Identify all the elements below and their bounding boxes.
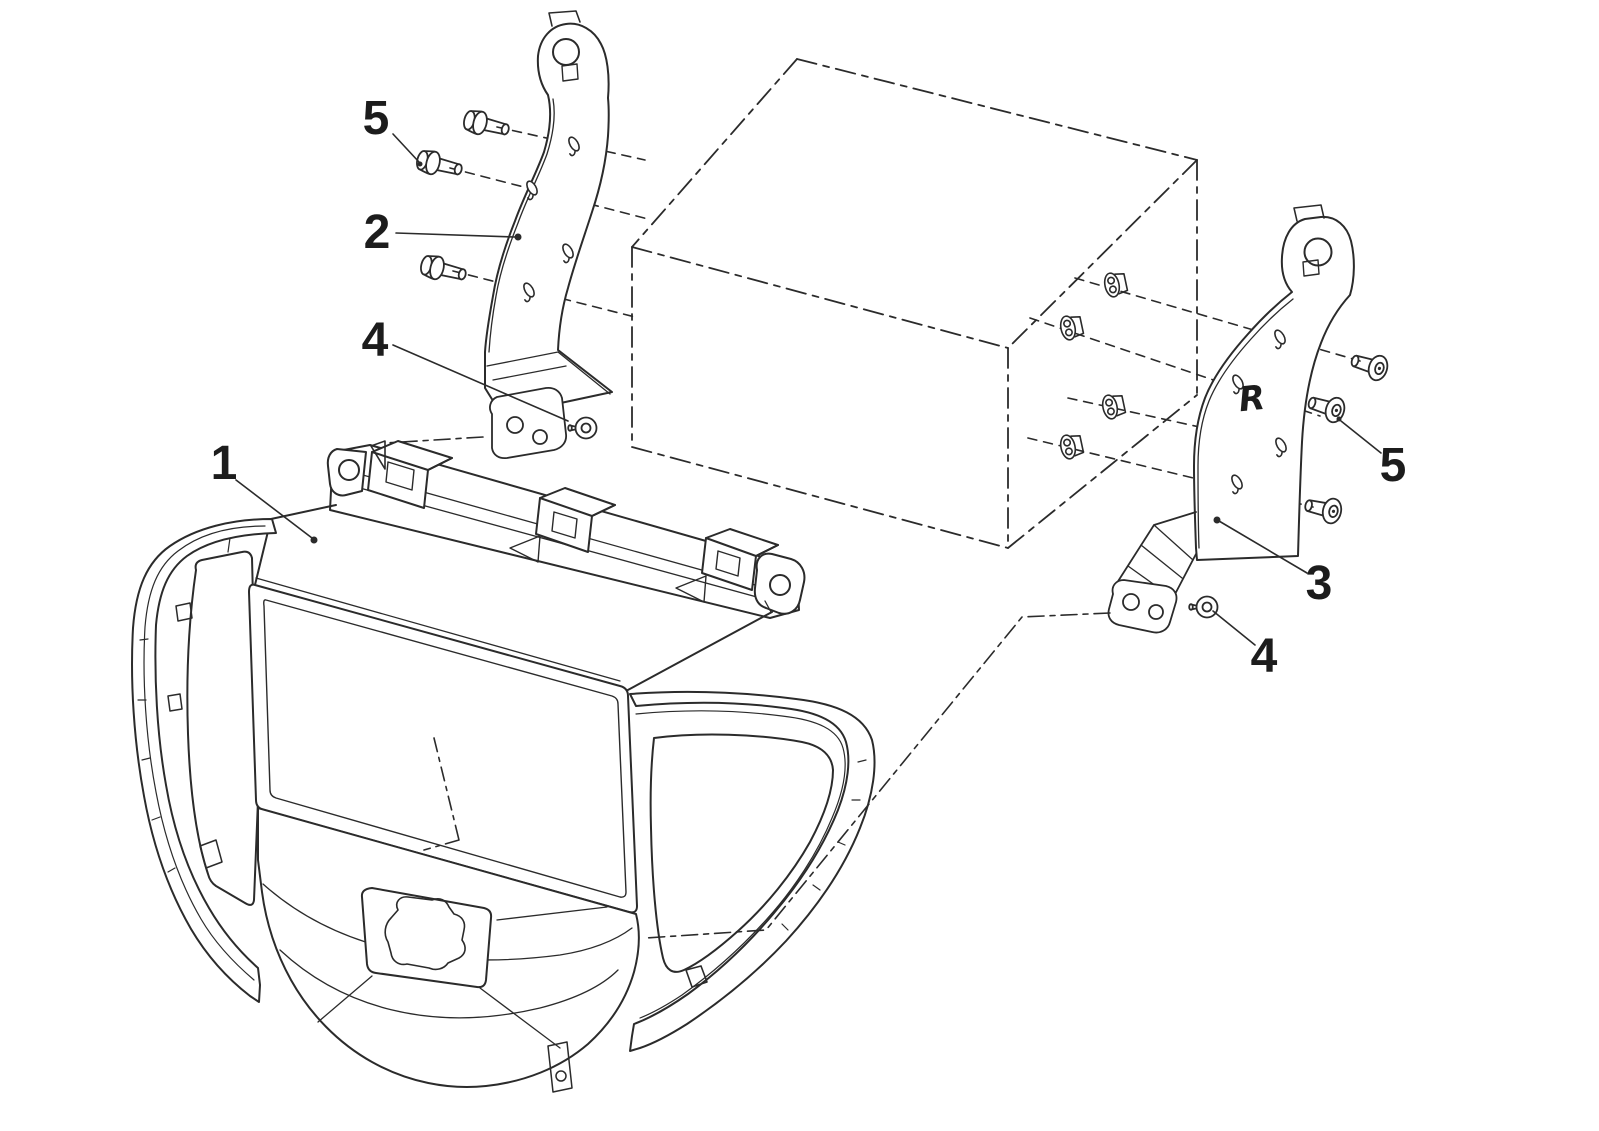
left-bracket-notch xyxy=(561,63,579,82)
fascia-top-frame xyxy=(326,440,806,619)
callout-3: 3 xyxy=(1306,557,1333,610)
right-bracket-foot xyxy=(1107,511,1197,634)
right-bracket-top-tab xyxy=(1293,204,1325,222)
hidden-edge-line xyxy=(423,737,460,851)
right-bracket-notch xyxy=(1302,259,1320,277)
frame-left-ear xyxy=(326,448,367,497)
callout-leaders xyxy=(235,133,1382,646)
callout-4-right: 4 xyxy=(1251,630,1278,683)
left-bracket-ear-hole xyxy=(552,38,580,66)
left-bracket-top-tab xyxy=(548,10,581,27)
callout-1: 1 xyxy=(211,437,238,490)
left-mounting-bracket xyxy=(484,10,613,460)
frame-right-ear xyxy=(753,552,806,615)
callout-5-left: 5 xyxy=(363,92,390,145)
center-stack-cutout xyxy=(360,887,493,989)
bracket-r-marking: R xyxy=(1237,378,1267,421)
fascia-panel xyxy=(131,440,876,1093)
bottom-clip xyxy=(547,1041,573,1093)
fascia-lower-panel xyxy=(257,807,640,1093)
alignment-leader-lines xyxy=(384,436,1111,939)
fascia-right-wing xyxy=(629,690,876,1052)
callout-4-left: 4 xyxy=(362,314,389,367)
left-wing-clip xyxy=(167,693,183,712)
alignment-flag xyxy=(370,440,386,470)
callout-5-right: 5 xyxy=(1380,439,1407,492)
callout-2: 2 xyxy=(364,206,391,259)
left-wing-clip xyxy=(175,602,193,622)
right-mounting-bracket xyxy=(1107,204,1355,634)
fascia-left-wing xyxy=(131,518,277,1003)
right-bracket-ear-hole xyxy=(1303,237,1333,267)
left-wing-clip xyxy=(199,839,223,869)
head-unit-box-phantom xyxy=(631,58,1198,549)
head-unit-mount-holes xyxy=(1057,269,1130,462)
left-bracket-foot xyxy=(486,351,611,460)
right-wing-clip xyxy=(685,965,708,988)
